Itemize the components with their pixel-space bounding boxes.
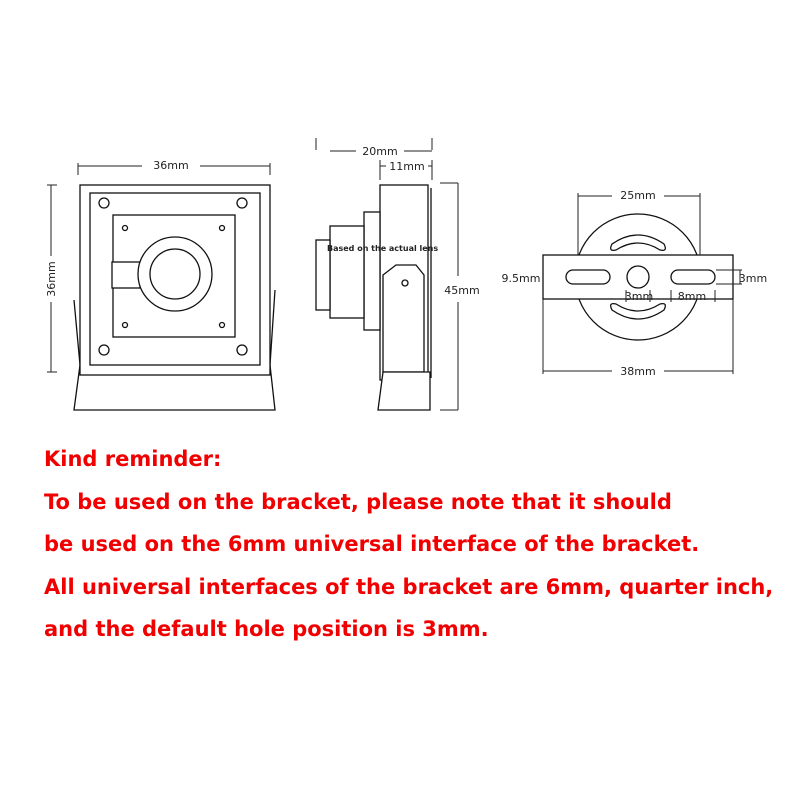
lens-note: Based on the actual lens [327,244,438,253]
side-height-label: 45mm [444,284,479,297]
corner-hole-icon [236,197,248,209]
technical-drawing: 36mm 36mm Based on the actual lens 20mm [45,138,768,411]
corner-hole-icon [236,344,248,356]
side-stand-base [377,371,431,411]
corner-hole-icon [98,197,110,209]
bracket-left-label: 9.5mm [502,272,541,285]
bracket-bottom-width-label: 38mm [620,365,655,378]
front-view: 36mm 36mm [45,159,276,411]
side-lens-tip [315,239,331,311]
side-depth-label: 20mm [362,145,397,158]
bracket-slot-label: 8mm [678,290,706,303]
bracket-slot-left [565,269,611,285]
bracket-arc-slot-bottom [610,302,666,320]
kind-reminder: Kind reminder: To be used on the bracket… [44,438,784,651]
bracket-right-label: 3mm [739,272,767,285]
reminder-line: and the default hole position is 3mm. [44,617,489,641]
lens-holder-tab [111,261,141,289]
stand-pivot-icon [401,279,409,287]
front-height-label: 36mm [45,261,58,296]
side-body-label: 11mm [389,160,424,173]
lens-icon [149,248,201,300]
bracket-top-width-label: 25mm [620,189,655,202]
bracket-slot-right [670,269,716,285]
side-mount-block [363,211,381,331]
side-lens-block [329,225,365,319]
front-width-label: 36mm [153,159,188,172]
reminder-line: be used on the 6mm universal interface o… [44,532,700,556]
reminder-title: Kind reminder: [44,447,222,471]
bracket-center-hole-icon [626,265,650,289]
side-view: Based on the actual lens 20mm 11mm 45mm [315,138,480,411]
bracket-arc-slot-top [610,234,666,252]
bracket-hole-label: 3mm [625,290,653,303]
bracket-view: 25mm 38mm 9.5mm 3mm 3mm 8mm [502,189,768,378]
bracket-bar [542,254,734,300]
reminder-line: To be used on the bracket, please note t… [44,489,672,514]
corner-hole-icon [98,344,110,356]
reminder-line: All universal interfaces of the bracket … [44,574,774,599]
